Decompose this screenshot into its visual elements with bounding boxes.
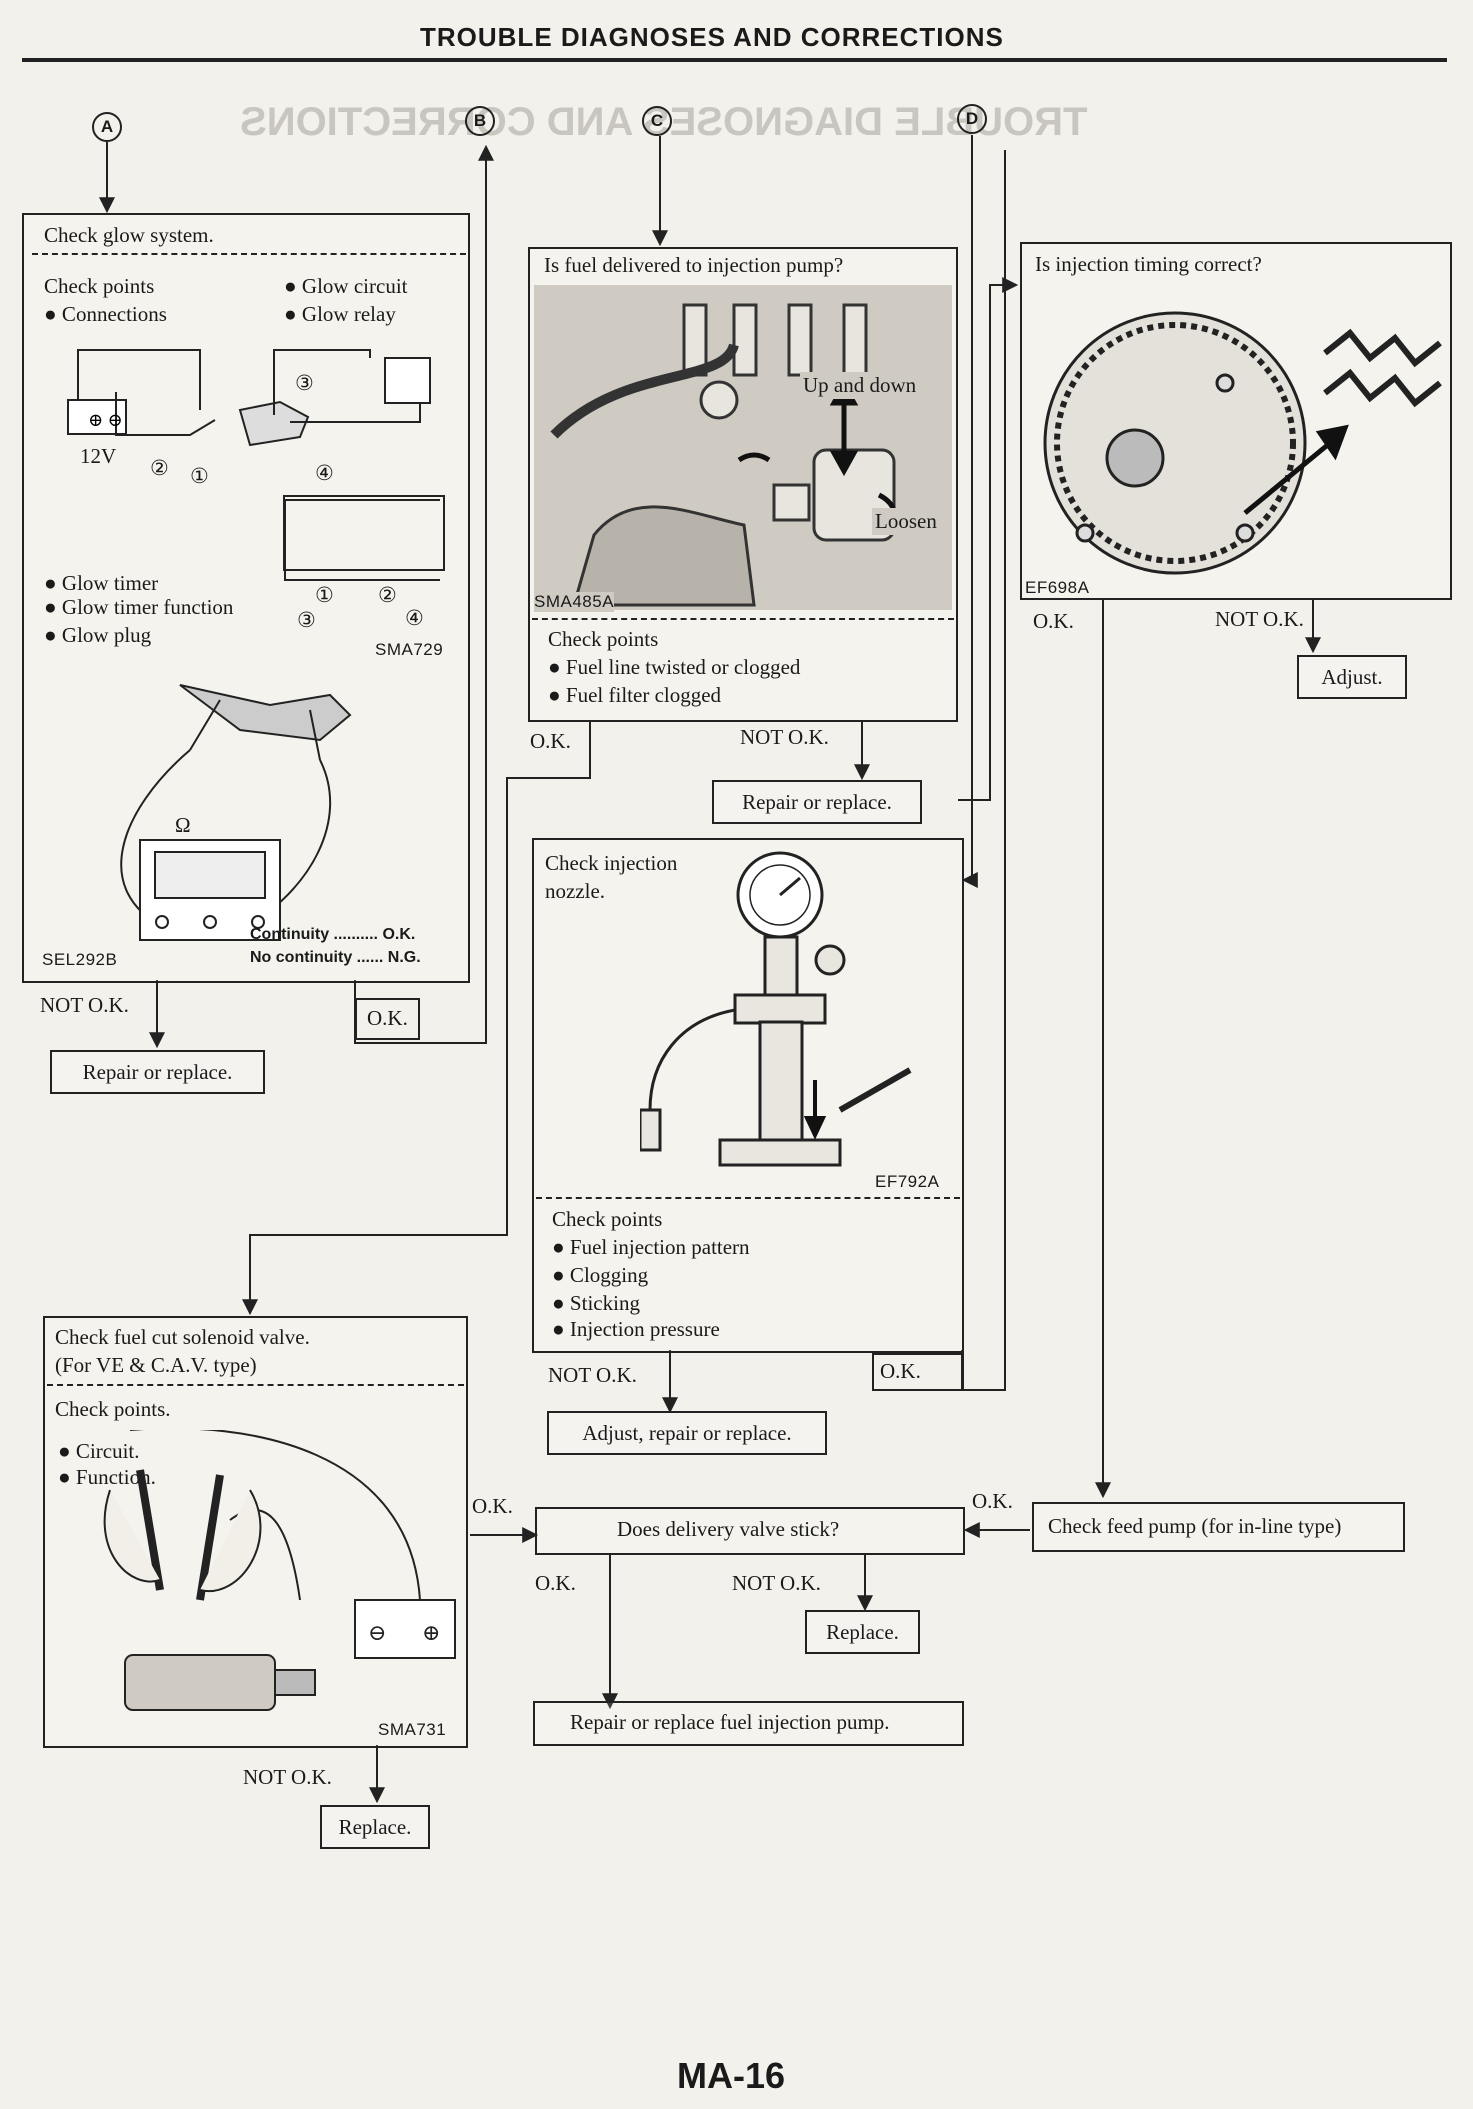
delivery-valve-box <box>535 1507 965 1555</box>
figure-code-sma731: SMA731 <box>378 1720 447 1739</box>
connector-c: C <box>642 106 672 136</box>
fuel-ok-label: O.K. <box>530 729 571 753</box>
divider <box>47 1384 464 1386</box>
delivery-ok-label: O.K. <box>535 1571 576 1595</box>
divider <box>32 253 466 255</box>
nozzle-title-line1: Check injection <box>545 851 678 875</box>
solenoid-title-line1: Check fuel cut solenoid valve. <box>55 1325 310 1349</box>
loosen-label: Loosen <box>872 508 940 536</box>
solenoid-check-points: Check points. <box>55 1397 171 1421</box>
svg-text:⊕ ⊖: ⊕ ⊖ <box>88 410 123 430</box>
feed-ok-label: O.K. <box>972 1489 1013 1513</box>
nozzle-adjust-terminal: Adjust, repair or replace. <box>547 1411 827 1455</box>
glow-ok-label: O.K. <box>367 1006 408 1030</box>
figure-code-ef792a: EF792A <box>875 1172 940 1191</box>
repair-injection-pump-label: Repair or replace fuel injection pump. <box>570 1710 890 1734</box>
nozzle-point-sticking: ● Sticking <box>552 1291 640 1315</box>
header-rule <box>22 58 1447 62</box>
no-continuity-ng: No continuity ...... N.G. <box>250 949 421 966</box>
glow-relay: ● Glow relay <box>284 302 396 326</box>
glow-plug-ohmmeter-diagram <box>120 684 352 941</box>
battery-12v: 12V <box>80 444 117 468</box>
glow-title: Check glow system. <box>44 223 214 247</box>
delivery-not-ok-label: NOT O.K. <box>732 1571 821 1595</box>
glow-system-box <box>22 213 470 983</box>
solenoid-point-circuit: ● Circuit. <box>58 1439 140 1463</box>
timing-ok-label: O.K. <box>1033 609 1074 633</box>
connector-a: A <box>92 112 122 142</box>
glow-check-points: Check points <box>44 274 155 298</box>
fuel-repair-terminal: Repair or replace. <box>712 780 922 824</box>
solenoid-replace-terminal: Replace. <box>320 1805 430 1849</box>
glow-not-ok-label: NOT O.K. <box>40 993 129 1017</box>
nozzle-ok-label: O.K. <box>880 1359 921 1383</box>
figure-code-ef698a: EF698A <box>1025 578 1090 597</box>
delivery-title: Does delivery valve stick? <box>617 1517 840 1541</box>
svg-text:⊕: ⊕ <box>422 1620 440 1645</box>
nozzle-ok-frame <box>872 1353 964 1391</box>
page-number: MA-16 <box>677 2055 786 2096</box>
figure-code-sma485a: SMA485A <box>534 592 615 612</box>
fuel-point-line: ● Fuel line twisted or clogged <box>548 655 801 679</box>
feed-pump-title: Check feed pump (for in-line type) <box>1048 1514 1342 1538</box>
connector-d: D <box>957 104 987 134</box>
schem-terminal-4: ④ <box>405 606 424 630</box>
nozzle-point-clogging: ● Clogging <box>552 1263 649 1287</box>
figure-code-sel292b: SEL292B <box>42 950 118 969</box>
divider <box>532 618 954 620</box>
fuel-not-ok-label: NOT O.K. <box>740 725 829 749</box>
figure-code-sma729: SMA729 <box>375 640 444 659</box>
nozzle-title-line2: nozzle. <box>545 879 606 903</box>
glow-relay-diagram: ⊕ ⊖ <box>67 349 440 581</box>
up-and-down-label: Up and down <box>800 372 920 400</box>
schem-terminal-2: ② <box>378 583 397 607</box>
glow-plug: ● Glow plug <box>44 623 152 647</box>
schem-terminal-1: ① <box>315 583 334 607</box>
solenoid-title-line2: (For VE & C.A.V. type) <box>55 1353 257 1377</box>
nozzle-check-points: Check points <box>552 1207 663 1231</box>
terminal-4: ④ <box>315 461 334 485</box>
terminal-2: ② <box>150 456 169 480</box>
fuel-pump-photo <box>534 285 952 610</box>
glow-repair-terminal: Repair or replace. <box>50 1050 265 1094</box>
fuel-point-filter: ● Fuel filter clogged <box>548 683 722 707</box>
terminal-1: ① <box>190 464 209 488</box>
solenoid-ok-label: O.K. <box>472 1494 513 1518</box>
delivery-replace-terminal: Replace. <box>805 1610 920 1654</box>
nozzle-point-pressure: ● Injection pressure <box>552 1317 720 1341</box>
glow-circuit: ● Glow circuit <box>284 274 408 298</box>
page-header-title: TROUBLE DIAGNOSES AND CORRECTIONS <box>420 22 1004 52</box>
schem-terminal-3: ③ <box>297 608 316 632</box>
svg-text:⊖: ⊖ <box>368 1620 386 1645</box>
timing-gear-figure <box>1043 311 1442 575</box>
nozzle-point-pattern: ● Fuel injection pattern <box>552 1235 750 1259</box>
nozzle-not-ok-label: NOT O.K. <box>548 1363 637 1387</box>
continuity-ok: Continuity .......... O.K. <box>250 926 416 943</box>
nozzle-tester-figure <box>640 851 912 1167</box>
timing-title: Is injection timing correct? <box>1035 252 1262 276</box>
connector-b: B <box>465 106 495 136</box>
glow-timer-function: ● Glow timer function <box>44 595 234 619</box>
fuel-check-points: Check points <box>548 627 659 651</box>
glow-timer: ● Glow timer <box>44 571 159 595</box>
fuel-title: Is fuel delivered to injection pump? <box>544 253 844 277</box>
timing-not-ok-label: NOT O.K. <box>1215 607 1304 631</box>
divider <box>536 1197 960 1199</box>
timing-adjust-terminal: Adjust. <box>1297 655 1407 699</box>
glow-connections: ● Connections <box>44 302 167 326</box>
glow-ok-frame <box>355 998 420 1040</box>
terminal-3: ③ <box>295 371 314 395</box>
feed-pump-box <box>1032 1502 1405 1552</box>
repair-injection-pump-box <box>533 1701 964 1746</box>
solenoid-not-ok-label: NOT O.K. <box>243 1765 332 1789</box>
solenoid-test-figure: ⊖ ⊕ <box>103 1430 456 1711</box>
relay-schematic <box>283 495 445 571</box>
ohm-symbol: Ω <box>175 813 191 837</box>
